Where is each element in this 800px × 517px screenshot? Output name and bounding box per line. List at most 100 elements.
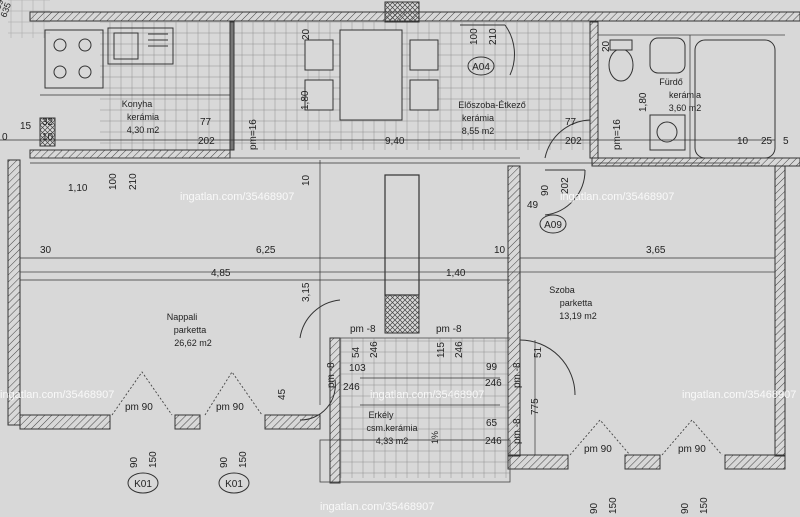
dim-label: 202 <box>565 136 582 147</box>
kitchen-floor: kerámia <box>127 112 159 122</box>
door-tag-a09-label: A09 <box>544 220 562 231</box>
hall-area: 8,55 m2 <box>462 126 495 136</box>
living-area: 26,62 m2 <box>174 338 212 348</box>
hall-name: Előszoba-Étkező <box>458 100 526 110</box>
window-swings <box>111 371 723 456</box>
watermark-text: ingatlan.com/35468907 <box>0 389 114 401</box>
dim-label: 10 <box>42 132 54 143</box>
dim-label: 100 <box>108 173 119 190</box>
dim-label: 1,10 <box>68 183 88 194</box>
dim-label: 15 <box>20 121 32 132</box>
dim-label: 99 <box>486 362 498 373</box>
bedroom-area: 13,19 m2 <box>559 311 597 321</box>
watermark-text: ingatlan.com/35468907 <box>370 389 484 401</box>
dim-label: 210 <box>488 28 499 45</box>
dim-label: 10 <box>301 174 312 186</box>
hall-floor: kerámia <box>462 113 494 123</box>
dim-label: 695 <box>0 0 7 11</box>
column-hatched-base <box>384 294 420 334</box>
dim-label: 65 <box>486 418 498 429</box>
dim-label: 775 <box>530 398 541 415</box>
dim-label: 5 <box>783 136 789 147</box>
dim-label: 150 <box>608 497 619 514</box>
dim-label: 45 <box>277 388 288 400</box>
dim-label: pm -8 <box>350 324 376 335</box>
dim-label: 1,40 <box>446 268 466 279</box>
dim-label: 51 <box>533 346 544 358</box>
dim-label: pm 90 <box>216 402 244 413</box>
balcony-floor: csm.kerámia <box>366 423 417 433</box>
dim-label: 90 <box>589 502 600 514</box>
dim-label: 6,25 <box>256 245 276 256</box>
dim-label: 1,80 <box>638 92 649 112</box>
window-tag-k01-right-label: K01 <box>225 479 243 490</box>
dim-label: 54 <box>351 346 362 358</box>
dim-label: pm=16 <box>612 119 623 150</box>
dim-label: pm 90 <box>125 402 153 413</box>
watermark-text: ingatlan.com/35468907 <box>180 191 294 203</box>
dim-label: pm -8 <box>512 418 523 444</box>
dim-label: 20 <box>301 28 312 40</box>
window-tag-k01-left-label: K01 <box>134 479 152 490</box>
stove <box>44 29 104 89</box>
dim-label: 32 <box>42 117 54 128</box>
watermark-text: ingatlan.com/35468907 <box>560 191 674 203</box>
dim-label: pm 90 <box>584 444 612 455</box>
dim-label: 3,15 <box>301 282 312 302</box>
room-outlines <box>20 34 785 483</box>
bath-area: 3,60 m2 <box>669 103 702 113</box>
dim-label: pm 90 <box>678 444 706 455</box>
bath-floor: kerámia <box>669 90 701 100</box>
kitchen-tiles <box>100 22 230 150</box>
dim-label: 103 <box>349 363 366 374</box>
door-tag-a04 <box>467 56 495 76</box>
window-tag-k01-right <box>218 472 250 494</box>
kitchen-sink <box>107 27 174 65</box>
dim-label: 0 <box>2 132 8 143</box>
bath-name: Fürdő <box>659 77 683 87</box>
dim-label: 90 <box>680 502 691 514</box>
dim-label: 246 <box>369 341 380 358</box>
dim-label: 10 <box>494 245 506 256</box>
window-tags: K01 K01 <box>127 472 250 494</box>
dim-label: 150 <box>699 497 710 514</box>
living-floor: parketta <box>174 325 207 335</box>
door-tag-a04-label: A04 <box>472 62 490 73</box>
dim-label: pm -8 <box>512 362 523 388</box>
dim-label: 100 <box>469 28 480 45</box>
dim-label: 10 <box>737 136 749 147</box>
dining-table <box>304 29 439 121</box>
bedroom-name: Szoba <box>549 285 575 295</box>
dim-label: 30 <box>40 245 52 256</box>
dim-label: 9,40 <box>385 136 405 147</box>
kitchen-name: Konyha <box>122 99 153 109</box>
door-tags: A04 A09 <box>467 56 567 234</box>
dim-label: 246 <box>343 382 360 393</box>
balcony-tiles <box>340 338 510 478</box>
dim-label: pm=16 <box>248 119 259 150</box>
dim-label: 246 <box>454 341 465 358</box>
dim-label: 4,85 <box>211 268 231 279</box>
dim-label: 1,80 <box>300 90 311 110</box>
dim-label: 20 <box>601 40 612 52</box>
watermark-text: ingatlan.com/35468907 <box>320 501 434 513</box>
kitchen-corner-block <box>39 117 56 147</box>
dim-label: 246 <box>485 378 502 389</box>
watermark-text: ingatlan.com/35468907 <box>682 389 796 401</box>
kitchen-area: 4,30 m2 <box>127 125 160 135</box>
dim-label: 202 <box>198 136 215 147</box>
dim-label: 90 <box>129 456 140 468</box>
watermarks: ingatlan.com/35468907 ingatlan.com/35468… <box>0 191 796 513</box>
bath-fixtures <box>608 37 776 159</box>
bedroom-floor: parketta <box>560 298 593 308</box>
dim-label: 150 <box>148 451 159 468</box>
dim-label: pm -8 <box>326 362 337 388</box>
dimension-lines <box>0 139 775 455</box>
balcony-name: Erkély <box>368 410 394 420</box>
dim-label: 77 <box>200 117 212 128</box>
dim-label: pm -8 <box>436 324 462 335</box>
room-labels: Konyha kerámia 4,30 m2 Előszoba-Étkező k… <box>122 77 702 446</box>
door-swings <box>299 24 591 421</box>
dim-label: 25 <box>761 136 773 147</box>
